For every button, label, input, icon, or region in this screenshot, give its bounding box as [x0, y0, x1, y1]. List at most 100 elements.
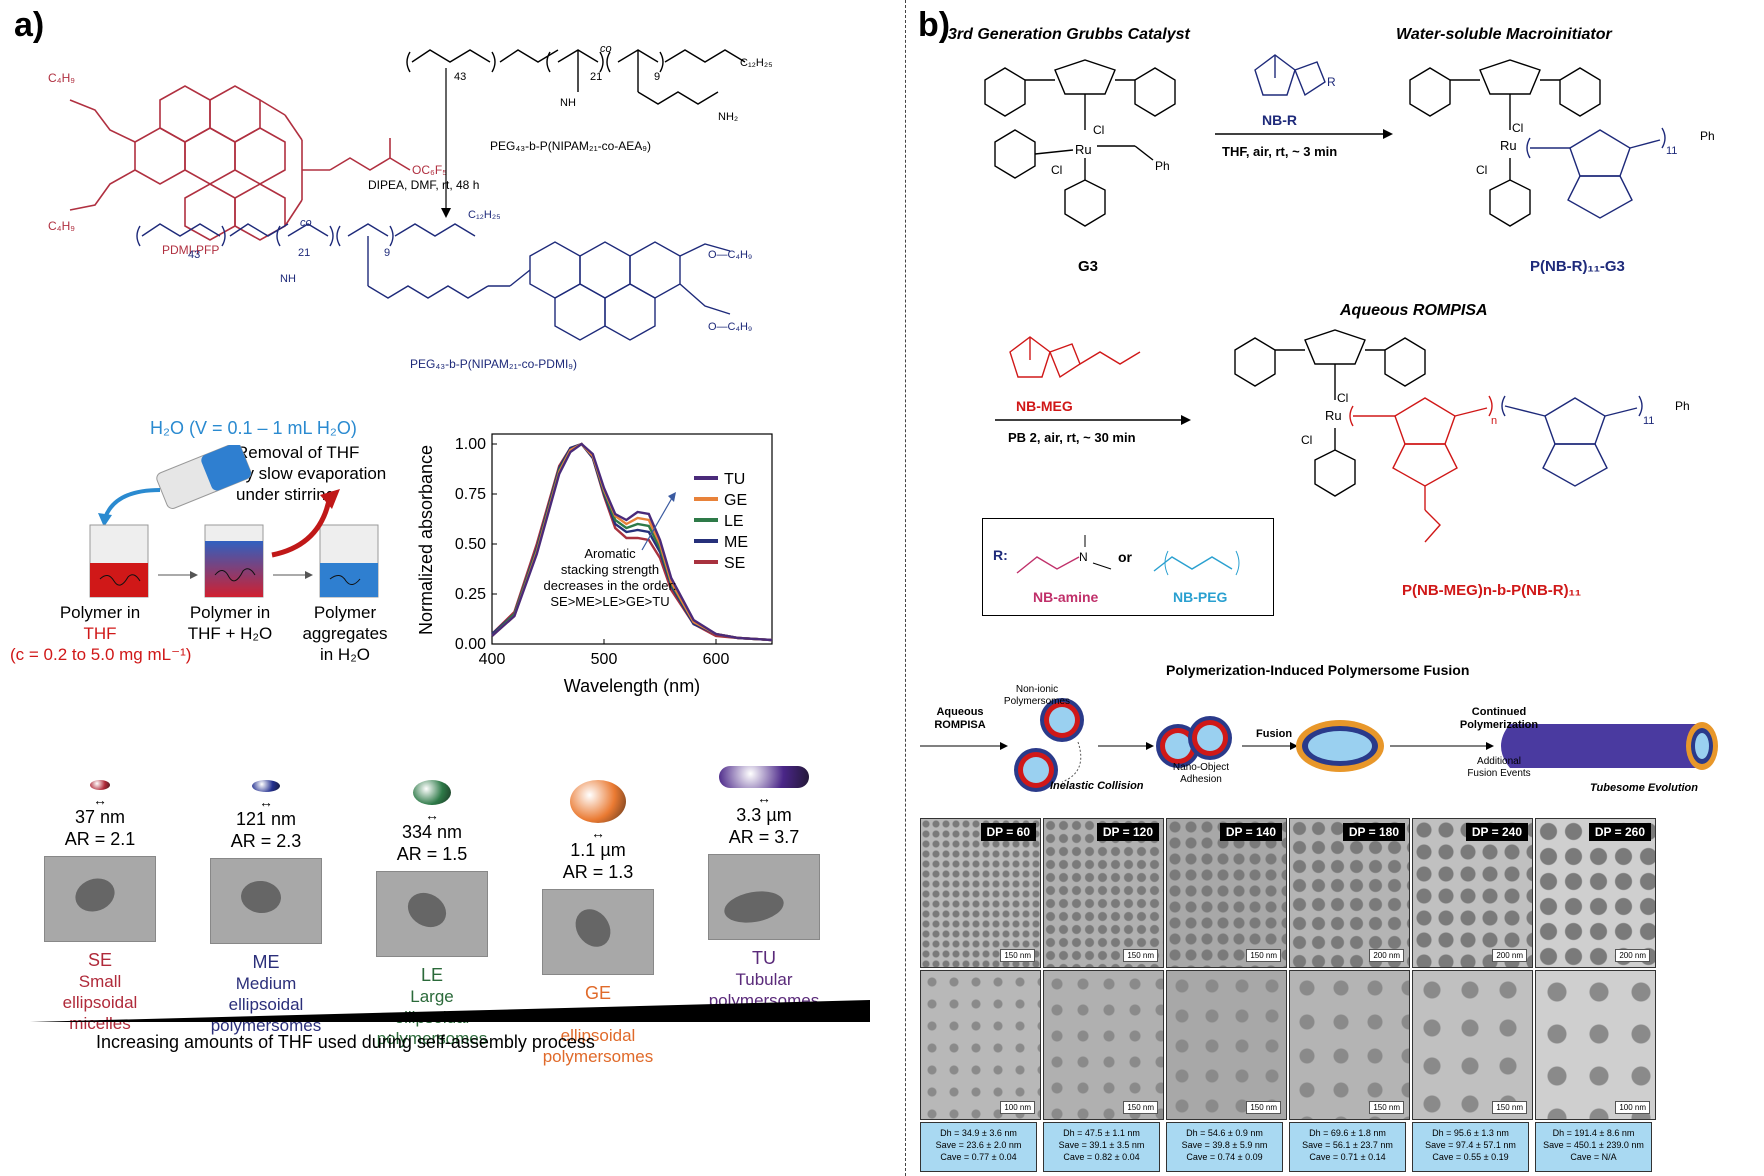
morphology-size: 3.3 µm — [736, 805, 792, 825]
tem-dh: Dh = 95.6 ± 1.3 nm — [1432, 1128, 1509, 1138]
size-arrow: ↔ — [425, 807, 439, 823]
tem-dh: Dh = 47.5 ± 1.1 nm — [1063, 1128, 1140, 1138]
chart-x-label: Wavelength (nm) — [564, 676, 700, 696]
prod-n9: 9 — [384, 247, 390, 259]
peg-n21: 21 — [590, 71, 602, 83]
peg-co: co — [600, 43, 612, 55]
scale-bar: 150 nm — [1492, 1101, 1527, 1114]
macro-product-label: P(NB-R)₁₁-G3 — [1530, 258, 1625, 275]
nbr-label: NB-R — [1262, 112, 1297, 128]
prod-co: co — [300, 217, 312, 229]
y-tick-label: 0.50 — [455, 536, 486, 553]
morphology-shape — [90, 780, 110, 790]
morphology-abbr: TU — [752, 948, 776, 968]
macro-ph: Ph — [1700, 129, 1715, 143]
annotation-line-3: decreases in the order: — [544, 578, 677, 593]
step2-arrow — [995, 415, 1191, 425]
dp-badge: DP = 240 — [1465, 823, 1528, 841]
fusion-fusion: Fusion — [1256, 728, 1293, 740]
tem-image-bottom: 150 nm — [1289, 970, 1410, 1120]
fusion-scheme — [920, 698, 1718, 792]
fusion-title: Polymerization-Induced Polymersome Fusio… — [1166, 662, 1470, 678]
scale-bar: 100 nm — [1000, 1101, 1035, 1114]
tem-image-bottom: 100 nm — [1535, 970, 1656, 1120]
legend-label-le: LE — [724, 513, 744, 530]
water-label: H₂O (V = 0.1 – 1 mL H₂O) — [150, 418, 357, 438]
panel-a-label: a) — [14, 6, 45, 44]
g3-cl-1: Cl — [1093, 123, 1104, 137]
tem-save: Save = 56.1 ± 23.7 nm — [1302, 1140, 1393, 1150]
removal-text: Removal of THF by slow evaporation under… — [236, 442, 386, 505]
tem-dh: Dh = 34.9 ± 3.6 nm — [940, 1128, 1017, 1138]
fusion-nano-line-2: Adhesion — [1180, 774, 1222, 785]
pdmi-pfp-name: PDMI-PFP — [162, 243, 219, 257]
series-line-tu — [491, 442, 773, 642]
morphology-abbr: SE — [87, 950, 112, 970]
morphology-desc-2: micelles — [69, 1014, 131, 1033]
peg-aea-name: PEG₄₃-b-P(NIPAM₂₁-co-AEA₉) — [490, 139, 651, 153]
thf-caption: Increasing amounts of THF used during se… — [96, 1032, 595, 1052]
morphology-ar: AR = 1.5 — [396, 844, 468, 864]
final-product-label: P(NB-MEG)n-b-P(NB-R)₁₁ — [1402, 582, 1582, 599]
step1-arrow — [1215, 129, 1393, 139]
svg-text:R: R — [1327, 75, 1336, 89]
morphology-abbr: LE — [420, 965, 444, 985]
scale-bar: 150 nm — [1123, 1101, 1158, 1114]
vial-1-line-2: THF — [83, 624, 117, 643]
x-tick-label: 400 — [479, 651, 506, 668]
morphology-tem-image — [44, 856, 156, 942]
fusion-aq: Aqueous ROMPISA — [920, 706, 1000, 732]
tem-image-bottom: 150 nm — [1166, 970, 1287, 1120]
tem-save: Save = 39.8 ± 5.9 nm — [1181, 1140, 1268, 1150]
fusion-nonionic-line-1: Non-ionic — [1015, 684, 1059, 695]
macro-n11: 11 — [1666, 145, 1677, 157]
size-arrow: ↔ — [757, 790, 771, 806]
dp-badge: DP = 120 — [1096, 823, 1159, 841]
morphology-desc-0: Medium — [235, 974, 297, 993]
peg-n9: 9 — [654, 71, 660, 83]
peg-nh: NH — [560, 97, 576, 109]
fusion-additional: Additional Fusion Events — [1446, 756, 1552, 780]
morphology-size: 37 nm — [74, 807, 126, 827]
morphology-desc-1: ellipsoidal — [560, 1026, 636, 1045]
vial-3-line-1: Polymer — [313, 603, 377, 622]
reaction-arrow — [441, 68, 451, 218]
product-structure: 43 co 21 9 C₁₂H₂₅ NH O—C₄H₉ O—C₄H₉ PEG₄₃… — [136, 209, 752, 371]
tem-particle — [401, 886, 453, 934]
tem-image-bottom: 150 nm — [1412, 970, 1533, 1120]
removal-line-3: under stirring — [236, 485, 336, 504]
nb-amine-structure: N — [1016, 535, 1112, 574]
r-label: R: — [993, 547, 1008, 563]
removal-line-2: by slow evaporation — [236, 464, 387, 483]
scale-bar: 150 nm — [1369, 1101, 1404, 1114]
pfp-group: OC₆F₅ — [412, 163, 447, 177]
vial-1-line-3: (c = 0.2 to 5.0 mg mL⁻¹) — [10, 645, 192, 664]
tem-cave: Cave = 0.71 ± 0.14 — [1309, 1152, 1386, 1162]
scale-bar: 200 nm — [1615, 949, 1650, 962]
fusion-aq-line-1: Aqueous — [936, 706, 984, 718]
tem-image-bottom: 100 nm — [920, 970, 1041, 1120]
fusion-nano-line-1: Nano-Object — [1172, 762, 1230, 773]
nbr-reagent: R — [1254, 54, 1336, 97]
legend-label-se: SE — [724, 555, 745, 572]
scale-bar: 150 nm — [1123, 949, 1158, 962]
morphology-tem-image — [542, 889, 654, 975]
morphology-abbr: GE — [584, 983, 611, 1003]
nb-peg-structure — [1153, 550, 1240, 576]
annotation-line-4: SE>ME>LE>GE>TU — [550, 594, 669, 609]
morphology-tem-image — [376, 871, 488, 957]
tem-cave: Cave = 0.74 ± 0.09 — [1186, 1152, 1263, 1162]
fusion-inelastic: Inelastic Collision — [1050, 780, 1144, 792]
product-name: PEG₄₃-b-P(NIPAM₂₁-co-PDMI₉) — [410, 357, 577, 371]
morphology-desc-2: polymersomes — [542, 1047, 654, 1066]
